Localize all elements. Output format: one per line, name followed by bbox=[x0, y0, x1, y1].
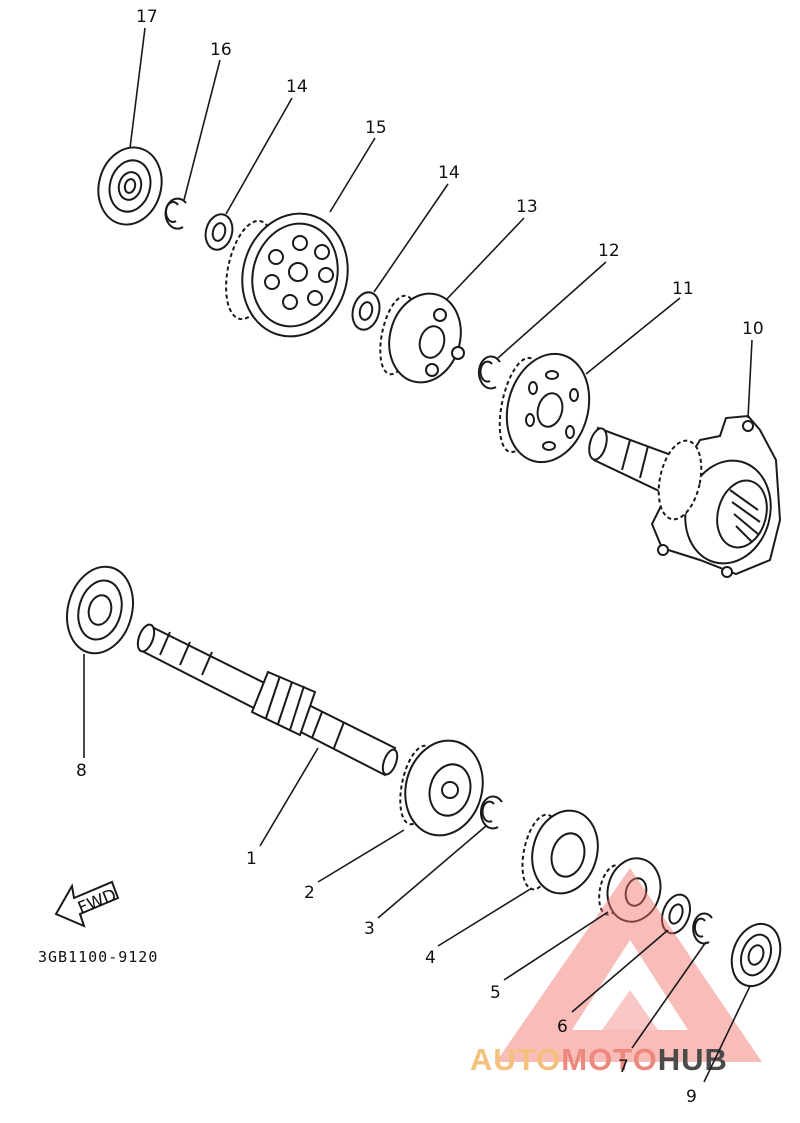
part-11-gear bbox=[498, 352, 591, 464]
fwd-arrow-icon: FWD bbox=[54, 880, 119, 928]
label-16: 16 bbox=[210, 40, 232, 60]
label-2: 2 bbox=[304, 883, 315, 903]
part-labels: 17 16 14 15 14 13 12 11 10 8 1 2 3 4 5 6… bbox=[76, 7, 764, 1107]
label-12: 12 bbox=[598, 241, 620, 261]
part-17-bearing bbox=[97, 146, 163, 226]
label-4: 4 bbox=[425, 948, 436, 968]
part-3-circlip bbox=[479, 795, 503, 830]
leader-lines bbox=[83, 27, 753, 1083]
part-5-gear bbox=[598, 857, 662, 923]
part-4-gear bbox=[521, 809, 599, 895]
part-9-bearing bbox=[730, 922, 782, 988]
label-14-upper: 14 bbox=[286, 77, 308, 97]
part-8-bearing bbox=[66, 565, 134, 655]
part-14-washer-upper bbox=[204, 213, 234, 251]
label-13: 13 bbox=[516, 197, 538, 217]
part-16-circlip bbox=[164, 197, 187, 230]
label-7: 7 bbox=[618, 1057, 629, 1077]
label-3: 3 bbox=[364, 919, 375, 939]
label-8: 8 bbox=[76, 761, 87, 781]
part-10-drive-axle bbox=[588, 414, 782, 578]
part-2-gear bbox=[399, 739, 484, 837]
label-15: 15 bbox=[365, 118, 387, 138]
part-1-main-axle bbox=[136, 623, 399, 777]
part-code: 3GB1100-9120 bbox=[38, 948, 158, 966]
label-11: 11 bbox=[672, 279, 694, 299]
watermark-triangle-icon bbox=[496, 868, 762, 1062]
label-17: 17 bbox=[136, 7, 158, 27]
label-14-middle: 14 bbox=[438, 163, 460, 183]
part-7-circlip bbox=[692, 912, 713, 945]
watermark-text-auto: AUTO bbox=[470, 1042, 561, 1077]
label-10: 10 bbox=[742, 319, 764, 339]
watermark-logo: AUTOMOTOHUB bbox=[470, 868, 762, 1077]
part-12-circlip bbox=[477, 355, 501, 390]
watermark-text-hub: HUB bbox=[658, 1042, 728, 1077]
part-15-large-gear bbox=[225, 212, 349, 338]
label-5: 5 bbox=[490, 983, 501, 1003]
part-14-washer-middle bbox=[351, 291, 381, 331]
part-6-washer bbox=[660, 893, 692, 935]
label-1: 1 bbox=[246, 849, 257, 869]
label-9: 9 bbox=[686, 1087, 697, 1107]
part-13-dog-gear bbox=[379, 292, 465, 384]
fwd-label: FWD bbox=[75, 885, 119, 918]
svg-text:AUTOMOTOHUB: AUTOMOTOHUB bbox=[470, 1042, 728, 1077]
watermark-text-moto: MOTO bbox=[561, 1042, 657, 1077]
label-6: 6 bbox=[557, 1017, 568, 1037]
